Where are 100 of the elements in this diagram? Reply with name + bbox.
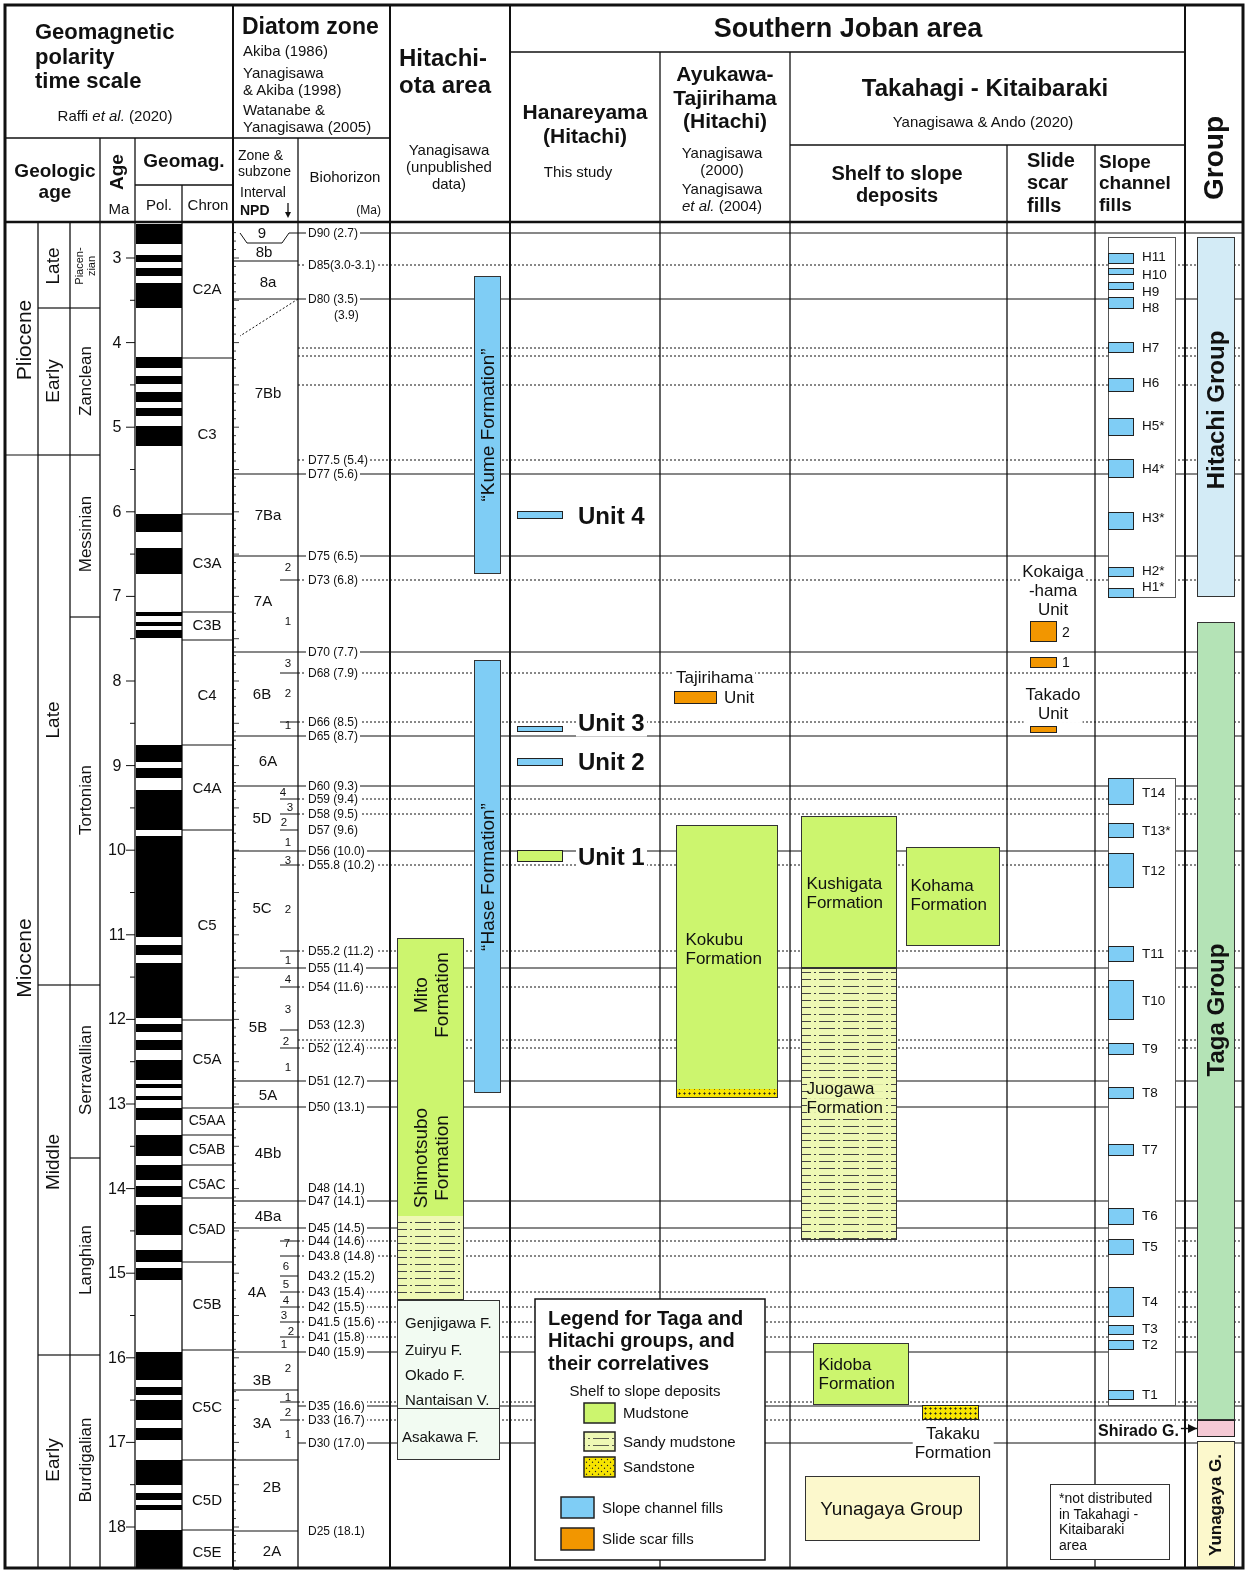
stage-label: Langhian [76, 1225, 96, 1295]
biohorizon-label: D85(3.0-3.1) [306, 258, 378, 272]
biohorizon-label: D25 (18.1) [306, 1524, 367, 1538]
chron-label: C5AB [188, 1142, 226, 1158]
note-box [1050, 1484, 1170, 1560]
group-name: Hitachi Group [1202, 330, 1229, 489]
biohorizon-label: D90 (2.7) [306, 226, 361, 240]
subzone-number: 3 [280, 1308, 288, 1322]
reference-text: Akiba (1986) [243, 42, 329, 60]
column-header: Group [1198, 116, 1230, 200]
subzone-number: 3 [284, 1002, 292, 1016]
channel-fill-bar [1108, 459, 1134, 478]
formation-name: Okado F. [405, 1366, 466, 1384]
age-tick-label: 17 [108, 1433, 126, 1452]
reference-text: Yanagisawa & Ando (2020) [892, 113, 1074, 131]
channel-fill-bar [1108, 1325, 1134, 1335]
biohorizon-label: D55.2 (11.2) [306, 944, 376, 958]
zone-label: 3A [252, 1414, 272, 1432]
group-band [1197, 622, 1235, 1420]
epoch-label: Pliocene [12, 299, 36, 381]
subzone-number: 1 [284, 1060, 292, 1074]
subzone-number: 1 [284, 835, 292, 849]
reference-text: Yanagisawa (unpublished data) [406, 141, 492, 193]
reference-text: Watanabe & Yanagisawa (2005) [243, 102, 372, 136]
channel-fill-bar [1108, 253, 1134, 264]
unit-label: (Ma) [356, 204, 381, 218]
chron-label: C4 [197, 686, 217, 704]
subzone-number: 5 [282, 1277, 290, 1291]
subzone-number: 3 [286, 800, 294, 814]
chron-label: C5E [192, 1543, 222, 1561]
zone-label: 4A [247, 1283, 267, 1301]
column-header: Shelf to slope deposits [831, 161, 963, 207]
channel-fill-bar [1108, 342, 1134, 353]
biohorizon-label: D41.5 (15.6) [306, 1315, 377, 1329]
biohorizon-label: D58 (9.5) [306, 807, 361, 821]
biohorizon-label: D60 (9.3) [306, 779, 361, 793]
biohorizon-label: D73 (6.8) [306, 573, 361, 587]
zone-label: 6B [252, 685, 272, 703]
column-header: NPD [240, 203, 270, 219]
channel-fill-bar [1108, 418, 1134, 436]
biohorizon-label: D70 (7.7) [306, 645, 361, 659]
reference-text: Yanagisawa (2000) [681, 145, 763, 179]
formation-name: Kohama Formation [910, 875, 988, 914]
formation-name: Mito Formation [409, 951, 452, 1038]
sandstone-bar [922, 1405, 979, 1420]
subzone-number: 1 [284, 718, 292, 732]
zone-label: 5D [252, 809, 272, 827]
chron-label: C3A [192, 554, 222, 572]
legend-subtitle: Shelf to slope deposits [569, 1382, 721, 1400]
chron-label: C5AA [188, 1113, 226, 1129]
subzone-number: 1 [284, 1390, 292, 1404]
channel-fill-bar [1108, 1287, 1134, 1317]
reference-text: Raffi et al. (2020) [57, 107, 173, 125]
column-header: Hitachi-ota area [399, 45, 493, 99]
biohorizon-label: D80 (3.5) [306, 292, 361, 306]
formation-name: Zuiryu F. [405, 1341, 463, 1359]
zone-label: 7Ba [254, 506, 282, 524]
chron-label: C4A [192, 779, 222, 797]
biohorizon-label: (3.9) [332, 308, 361, 322]
channel-fill-bar [1108, 1239, 1134, 1255]
age-tick-label: 7 [112, 587, 122, 606]
chron-label: C5A [192, 1050, 222, 1068]
age-tick-label: 9 [112, 756, 122, 775]
column-header: Slope channel fills [1099, 151, 1171, 215]
reference-text: This study [543, 163, 613, 181]
biohorizon-label: D65 (8.7) [306, 729, 361, 743]
subepoch-label: Middle [42, 1134, 64, 1190]
unit-bar [517, 726, 563, 732]
slide-scar-bar [1030, 726, 1057, 733]
biohorizon-label: D68 (7.9) [306, 666, 361, 680]
formation-box [801, 816, 897, 968]
column-header: Southern Joban area [713, 12, 983, 44]
formation-name: Kidoba Formation [818, 1354, 896, 1393]
group-band [1197, 1420, 1235, 1437]
channel-fill-bar [1108, 853, 1134, 888]
biohorizon-label: D35 (16.6) [306, 1399, 367, 1413]
age-tick-label: 6 [112, 502, 122, 521]
stage-label: Serravallian [76, 1025, 96, 1115]
subzone-number: 4 [282, 1293, 290, 1307]
age-tick-label: 3 [112, 249, 122, 267]
age-tick-label: 12 [108, 1010, 126, 1029]
note-text: *not distributed in Takahagi - Kitaibaraki area [1059, 1490, 1153, 1554]
stage-label: Burdigalian [76, 1417, 96, 1503]
stage-label: Piacen-zian [74, 247, 98, 285]
subepoch-label: Late [42, 701, 64, 739]
channel-fill-bar [1108, 378, 1134, 392]
zone-label: 3B [252, 1371, 272, 1389]
channel-fill-bar [1108, 282, 1134, 290]
subzone-number: 4 [284, 972, 292, 986]
group-band [1197, 1441, 1235, 1567]
subzone-number: 2 [284, 1361, 292, 1375]
subzone-number: 7 [283, 1236, 291, 1250]
zone-label: 2A [262, 1542, 282, 1560]
subepoch-label: Early [42, 1438, 64, 1482]
formation-name: Shimotsubo Formation [409, 1107, 452, 1208]
chron-label: C5AD [188, 1222, 226, 1238]
age-tick-label: 18 [108, 1518, 126, 1536]
legend-label: Slide scar fills [602, 1530, 694, 1548]
biohorizon-label: D75 (6.5) [306, 549, 361, 563]
biohorizon-label: D77.5 (5.4) [306, 453, 371, 467]
